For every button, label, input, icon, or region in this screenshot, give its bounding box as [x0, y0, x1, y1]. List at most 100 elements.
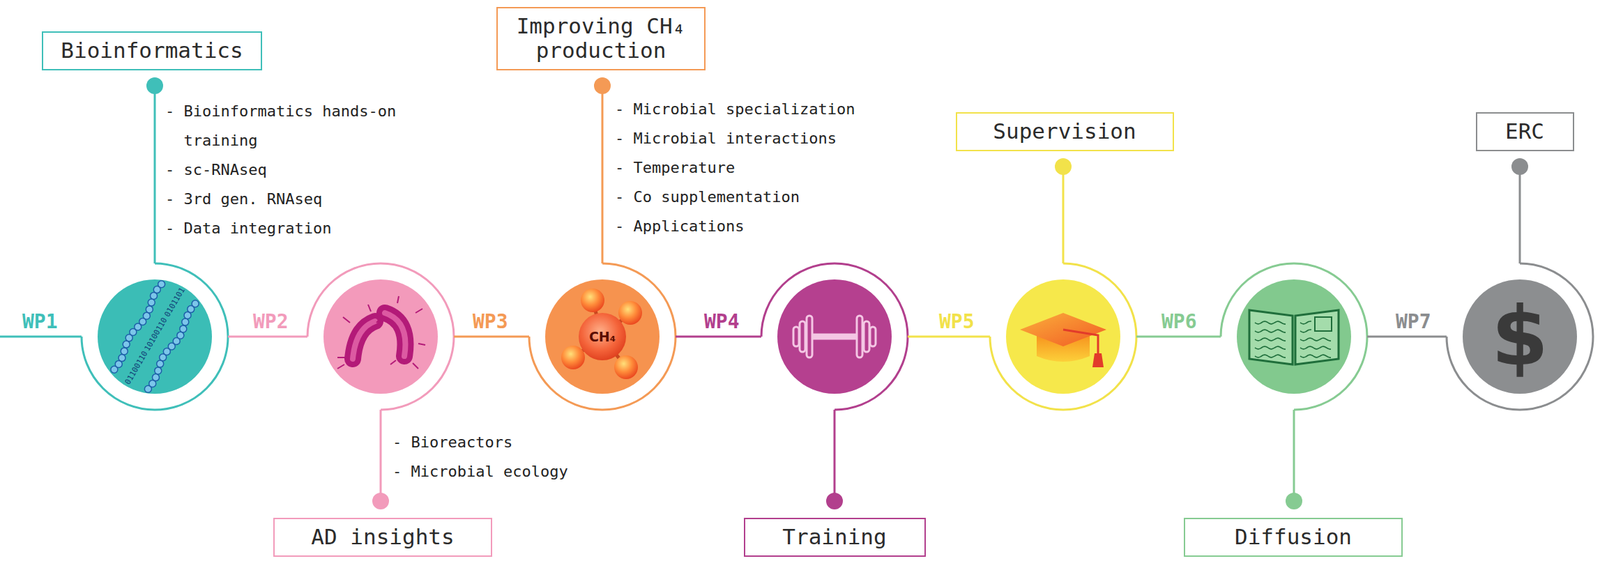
work-package-circle — [323, 279, 438, 394]
text-line — [1300, 354, 1331, 358]
leader-line — [379, 409, 383, 502]
text-line — [1300, 338, 1331, 341]
right-page — [1295, 310, 1339, 365]
dumbbell-plate — [863, 321, 870, 353]
helix-bead — [154, 367, 162, 375]
leader-dot — [1054, 158, 1072, 175]
helix-bead — [158, 280, 166, 288]
formula-label: CH₄ — [589, 330, 616, 344]
bullet-item: - Data integration — [165, 214, 415, 244]
bullet-item: - Bioreactors — [392, 428, 569, 458]
timeline-segment — [675, 336, 762, 339]
leader-dot — [593, 77, 611, 95]
leaders — [146, 77, 1529, 510]
picture-box — [1314, 317, 1332, 332]
work-package-label: WP3 — [472, 312, 509, 332]
bacterium-highlight — [384, 313, 406, 357]
text-line — [1254, 338, 1286, 341]
box-title: Supervision — [969, 119, 1161, 145]
carbon-atom — [578, 313, 627, 361]
bullet-item: - sc-RNAseq — [165, 155, 415, 185]
cilium — [368, 304, 371, 312]
ring-arc — [1446, 263, 1594, 410]
hydrogen-atom — [561, 345, 585, 370]
timeline-segment — [1367, 336, 1447, 339]
helix-bead — [156, 360, 164, 368]
dumbbell-plate — [799, 321, 806, 353]
helix-bead — [122, 340, 130, 348]
work-package-circle — [545, 279, 660, 394]
dumbbell-bar — [813, 334, 856, 339]
work-package-label: WP6 — [1161, 312, 1198, 332]
ring-arc — [761, 263, 908, 410]
book-icon — [1249, 310, 1339, 365]
left-page — [1249, 310, 1293, 365]
bullet-item: - Bioinformatics hands-on training — [165, 96, 415, 156]
binary-code: 0101101 — [163, 286, 187, 319]
helix-bead — [191, 300, 199, 308]
box-title: AD insights — [287, 524, 479, 551]
dumbbell-plate — [806, 315, 813, 358]
leader-dot — [1285, 492, 1303, 510]
box-title: Training — [757, 524, 912, 551]
timeline-segment — [907, 336, 990, 339]
work-package-circle — [777, 279, 892, 394]
work-package-box: Bioinformatics — [41, 31, 263, 71]
dumbbell-plate — [870, 326, 876, 347]
dumbbell-plate — [856, 315, 863, 358]
work-package-circle — [1236, 279, 1352, 394]
bullet-item: - Co supplementation — [614, 182, 855, 212]
ring-arc — [989, 263, 1137, 410]
text-line — [1254, 329, 1286, 333]
work-package-label: WP7 — [1395, 312, 1432, 332]
dumbbell-plate — [793, 326, 799, 347]
leader-dot — [146, 77, 164, 95]
text-line — [1300, 346, 1331, 350]
helix-bead — [147, 299, 155, 307]
leader-line — [1293, 409, 1296, 502]
box-title: ERC — [1489, 119, 1561, 145]
ring-arc — [81, 263, 228, 410]
helix-bead — [177, 331, 185, 339]
helix-bead — [151, 374, 159, 382]
bullet-item: - Microbial ecology — [392, 457, 569, 487]
dumbbell-icon — [793, 315, 876, 358]
methane-icon — [561, 288, 643, 380]
leader-dot — [826, 492, 843, 510]
bacterium-body — [384, 313, 406, 357]
helix-bead — [181, 318, 189, 326]
text-line — [1254, 354, 1286, 358]
cilium — [397, 296, 399, 304]
cilium — [337, 364, 345, 369]
currency-symbol: $ — [1491, 295, 1549, 378]
leader-line — [833, 409, 836, 502]
helix-bead — [118, 354, 126, 362]
bullet-item: - Applications — [614, 211, 855, 242]
work-package-label: WP5 — [939, 312, 975, 332]
timeline — [0, 263, 1594, 410]
work-package-label: WP1 — [22, 312, 58, 332]
leader-line — [1519, 166, 1522, 264]
text-line — [1300, 321, 1312, 325]
bullet-item: - Microbial specialization — [614, 94, 855, 125]
work-package-circle — [1462, 279, 1577, 394]
bullet-item: - 3rd gen. RNAseq — [165, 184, 415, 215]
bacteria-icon — [337, 296, 426, 369]
box-title: Improving CH₄ production — [510, 13, 692, 64]
cilium — [337, 356, 346, 359]
hydrogen-atom — [618, 301, 643, 325]
text-line — [1254, 321, 1286, 325]
helix-bead — [145, 306, 153, 314]
work-package-box: Supervision — [955, 112, 1175, 152]
work-package-circle — [1006, 279, 1121, 394]
bacterium-highlight — [352, 321, 376, 360]
work-package-box: Training — [743, 517, 926, 558]
hydrogen-atom — [580, 288, 605, 313]
bullet-list: - Bioinformatics hands-on training- sc-R… — [165, 96, 415, 244]
binary-code: 10100110 — [143, 316, 170, 353]
work-package-label: WP4 — [704, 312, 740, 332]
cilium — [376, 317, 383, 323]
timeline-segment — [453, 336, 530, 339]
